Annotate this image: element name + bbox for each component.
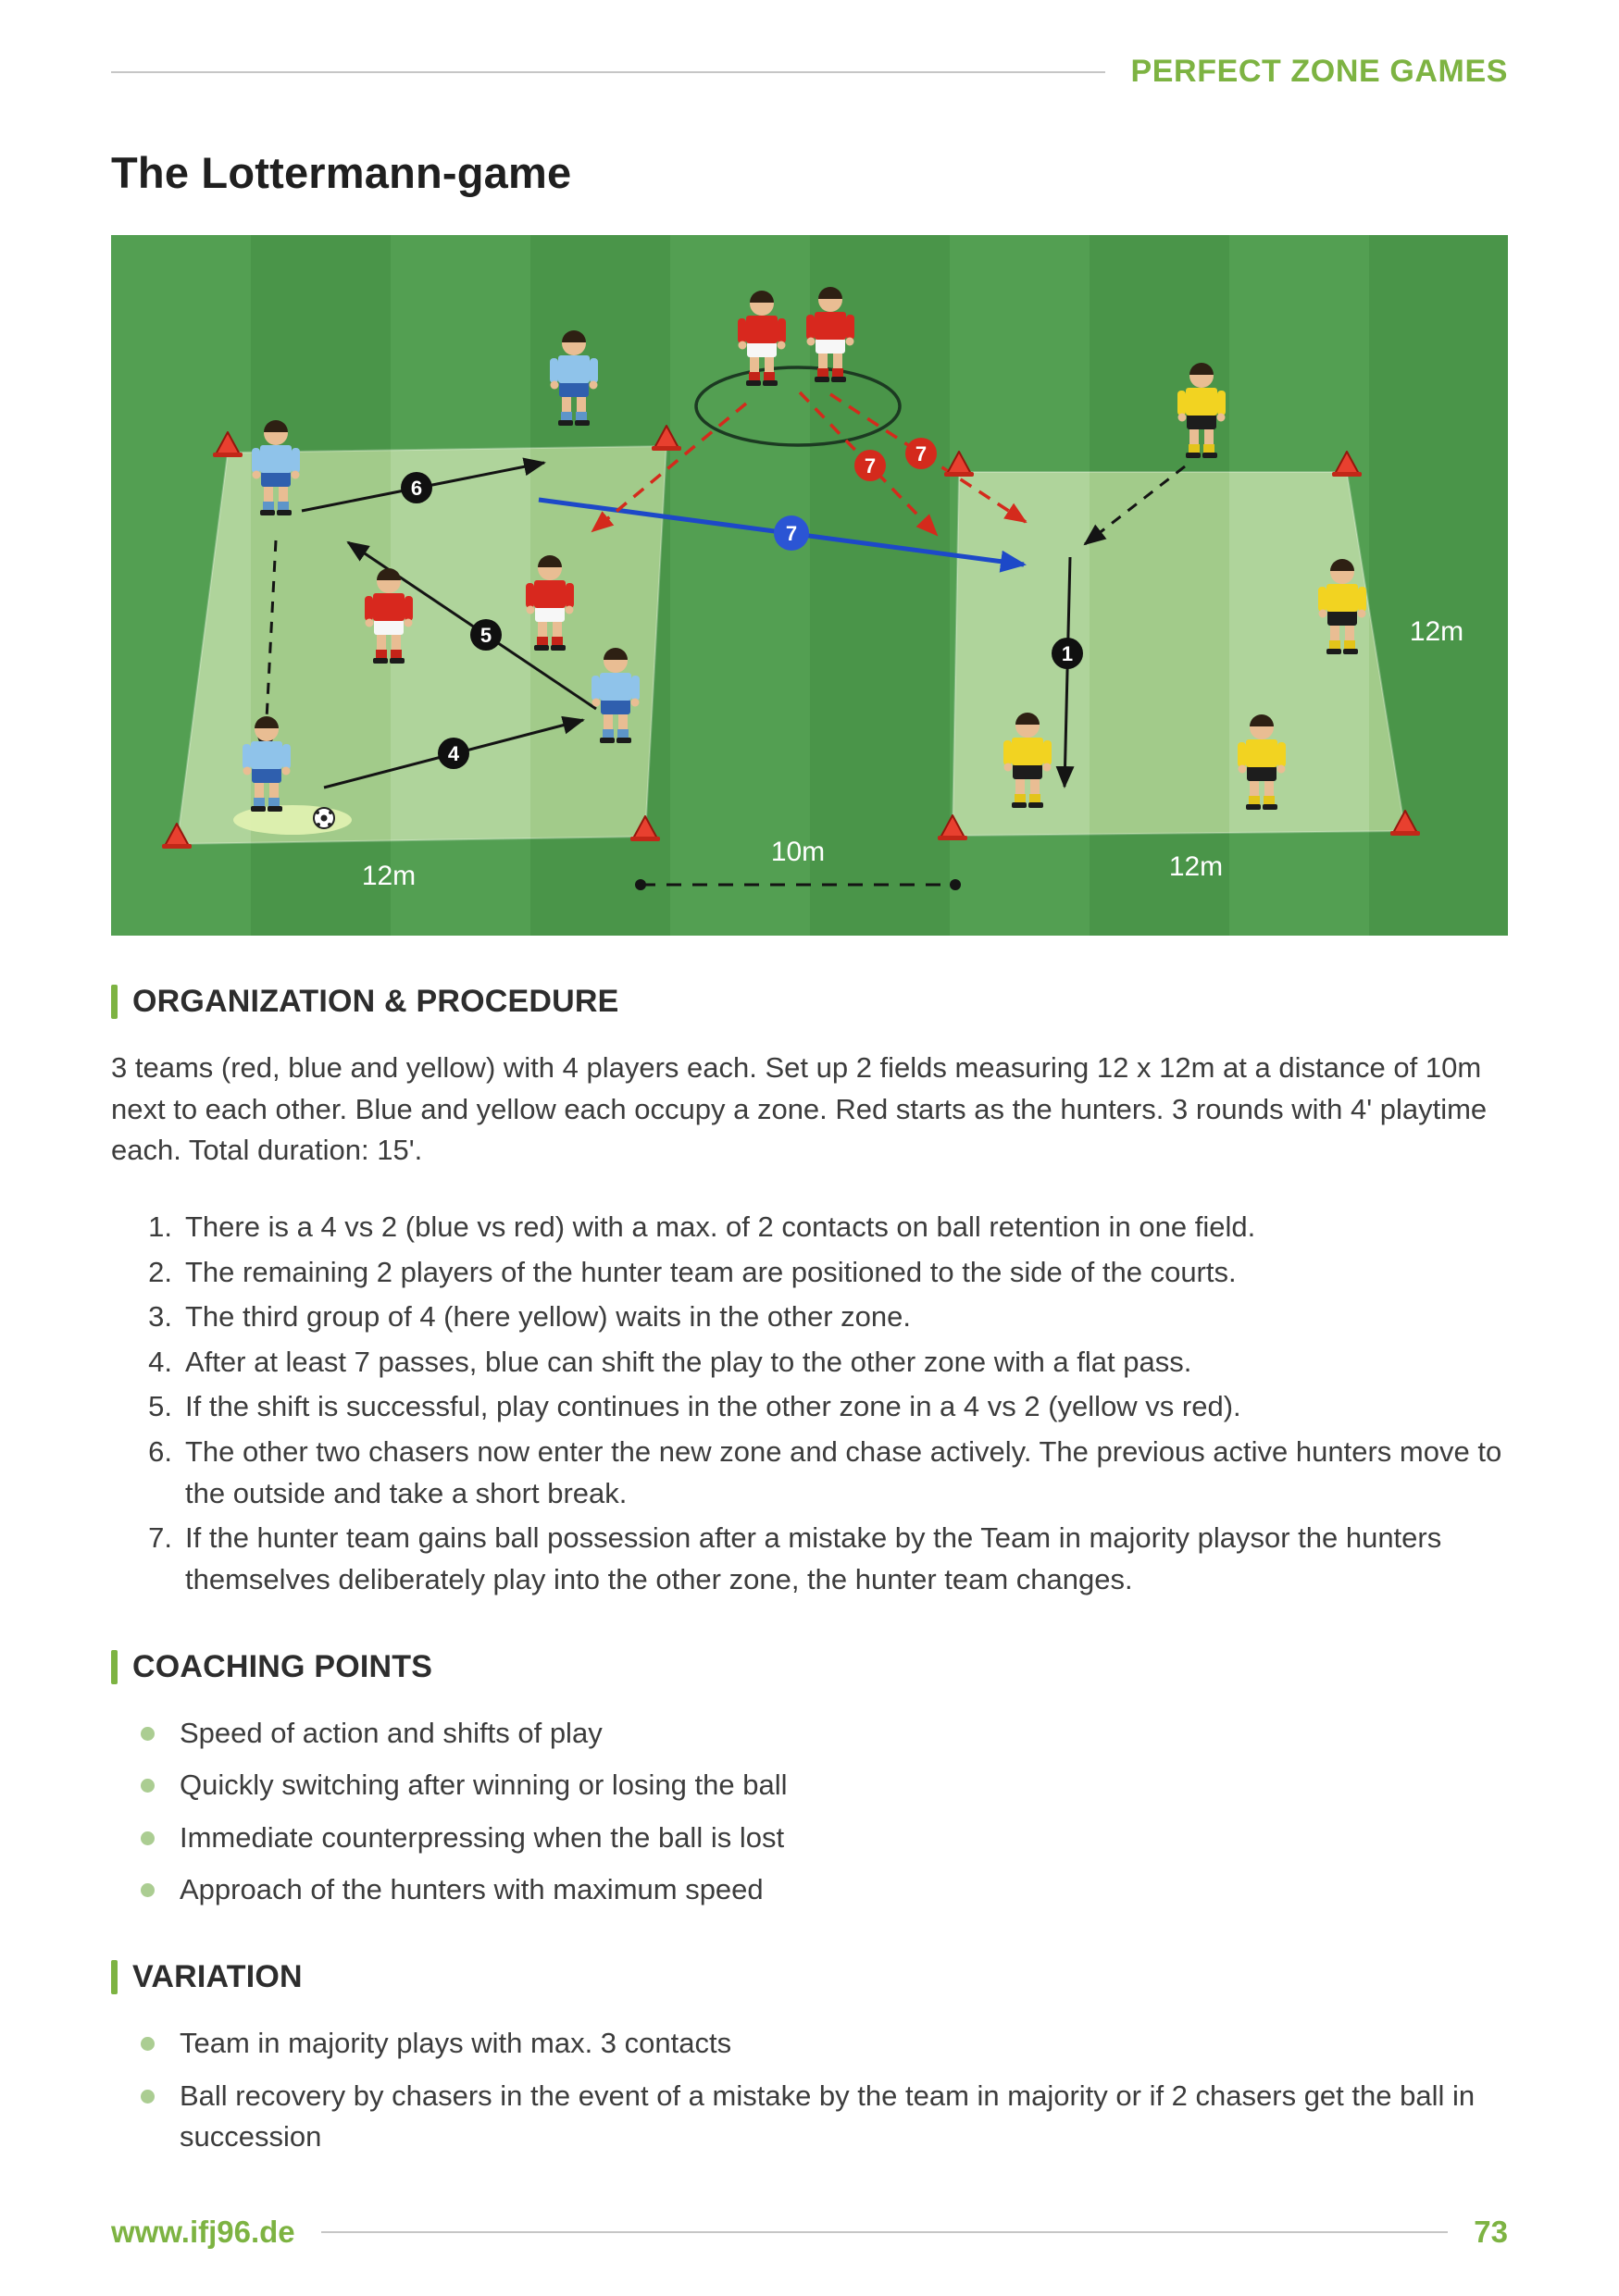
field-diagram-svg: 4 5 6 7 7 7 1 12m 10m 12m 12m <box>111 235 1508 936</box>
section-heading-coaching: COACHING POINTS <box>111 1649 1508 1685</box>
distance-line <box>635 879 961 890</box>
dimension-label-right-depth: 12m <box>1410 616 1463 647</box>
bullet-item: Ball recovery by chasers in the event of… <box>131 2076 1508 2158</box>
ball-icon <box>313 807 335 829</box>
step-item: After at least 7 passes, blue can shift … <box>131 1342 1192 1383</box>
dimension-label-gap: 10m <box>771 837 825 867</box>
pass-marker-5: 5 <box>470 619 502 651</box>
hunter-run-left <box>591 402 748 533</box>
step-item: The third group of 4 (here yellow) waits… <box>131 1297 912 1337</box>
pass-marker-6: 6 <box>401 472 432 503</box>
hunter-waiting-ellipse <box>694 366 902 447</box>
footer-rule <box>320 2231 1449 2233</box>
bullet-item: Speed of action and shifts of play <box>131 1713 1508 1755</box>
bullet-item: Team in majority plays with max. 3 conta… <box>131 2023 1508 2065</box>
pass-marker-4-label: 4 <box>448 742 460 765</box>
dimension-label-left-width: 12m <box>362 861 416 891</box>
step-item: There is a 4 vs 2 (blue vs red) with a m… <box>131 1207 1256 1247</box>
page-footer: www.ifj96.de 73 <box>111 2215 1508 2250</box>
series-title: PERFECT ZONE GAMES <box>1130 54 1508 89</box>
pass-marker-5-label: 5 <box>480 624 492 647</box>
section-heading-text: COACHING POINTS <box>132 1648 433 1684</box>
run-marker-7-red-a: 7 <box>905 438 937 469</box>
pass-marker-7-blue: 7 <box>774 515 809 551</box>
heading-accent-bar <box>111 985 118 1019</box>
organization-intro: 3 teams (red, blue and yellow) with 4 pl… <box>111 1051 1488 1167</box>
step-item: If the shift is successful, play continu… <box>131 1386 1241 1427</box>
website-link[interactable]: www.ifj96.de <box>111 2215 295 2249</box>
section-coaching-points: COACHING POINTS Speed of action and shif… <box>111 1649 1508 1912</box>
variation-list: Team in majority plays with max. 3 conta… <box>111 2023 1508 2158</box>
page-header: PERFECT ZONE GAMES <box>111 54 1508 90</box>
heading-accent-bar <box>111 1960 118 1994</box>
bullet-item: Approach of the hunters with maximum spe… <box>131 1869 1508 1911</box>
step-item: If the hunter team gains ball possession… <box>131 1518 1442 1595</box>
page-number: 73 <box>1474 2215 1508 2249</box>
dimension-label-right-width: 12m <box>1169 851 1223 882</box>
header-rule <box>111 70 1105 73</box>
pass-arrow-left-edge <box>256 540 278 757</box>
section-organization: ORGANIZATION & PROCEDURE 3 teams (red, b… <box>111 984 1508 1601</box>
action-marker-1-label: 1 <box>1062 642 1073 665</box>
pass-marker-6-label: 6 <box>411 477 422 500</box>
section-heading-text: VARIATION <box>132 1959 303 1994</box>
pass-marker-7-blue-label: 7 <box>786 522 797 545</box>
run-marker-7b-label: 7 <box>865 454 876 478</box>
section-heading-variation: VARIATION <box>111 1959 1508 1995</box>
procedure-steps: There is a 4 vs 2 (blue vs red) with a m… <box>111 1207 1508 1601</box>
step-item: The other two chasers now enter the new … <box>131 1432 1502 1509</box>
section-heading-text: ORGANIZATION & PROCEDURE <box>132 984 619 1019</box>
section-variation: VARIATION Team in majority plays with ma… <box>111 1959 1508 2158</box>
bullet-item: Immediate counterpressing when the ball … <box>131 1818 1508 1859</box>
run-marker-7a-label: 7 <box>915 442 927 465</box>
bullet-item: Quickly switching after winning or losin… <box>131 1765 1508 1806</box>
heading-accent-bar <box>111 1649 118 1684</box>
drill-diagram: 4 5 6 7 7 7 1 12m 10m 12m 12m <box>111 235 1508 936</box>
page-title: The Lottermann-game <box>111 148 572 197</box>
section-heading-organization: ORGANIZATION & PROCEDURE <box>111 984 1508 1020</box>
step-item: The remaining 2 players of the hunter te… <box>131 1252 1237 1293</box>
pass-marker-4: 4 <box>438 738 469 769</box>
enter-zone-arrow <box>1055 556 1075 788</box>
yellow-run-dashed <box>1083 465 1186 546</box>
coaching-points-list: Speed of action and shifts of play Quick… <box>111 1713 1508 1912</box>
action-marker-1: 1 <box>1052 638 1083 669</box>
run-marker-7-red-b: 7 <box>854 450 886 481</box>
